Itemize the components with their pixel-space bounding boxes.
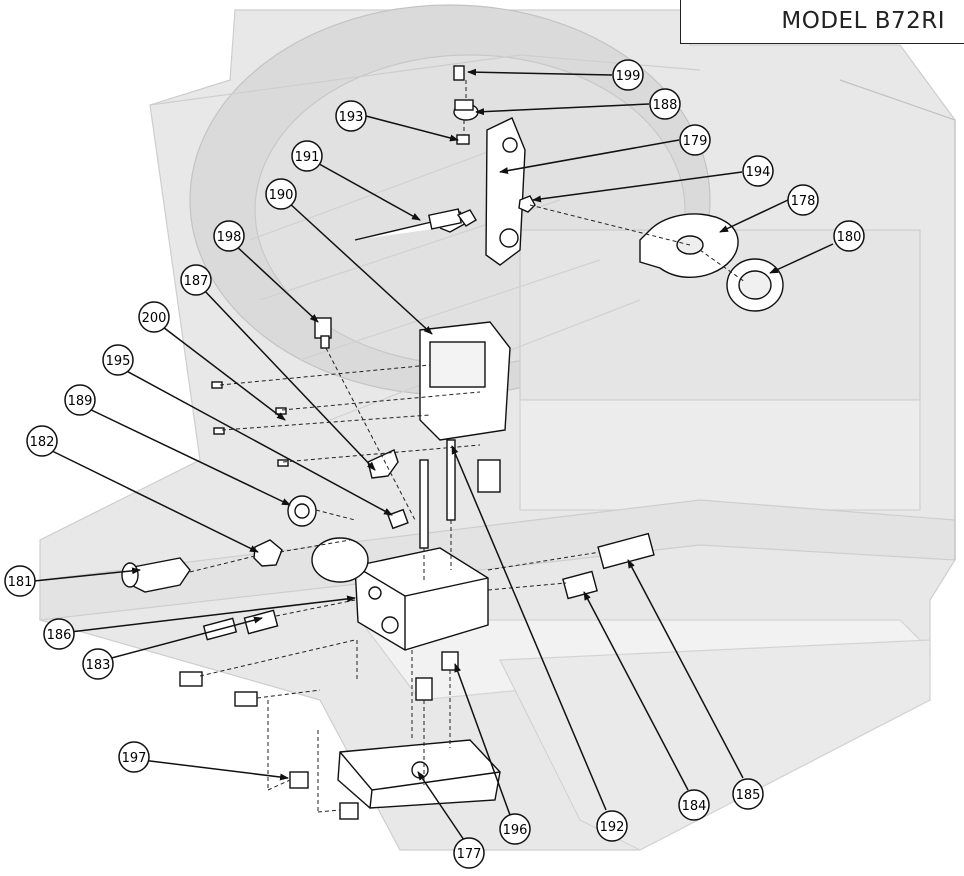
callout-191: 191 [291,140,323,172]
callout-192: 192 [596,810,628,842]
bushing-197 [289,771,309,789]
callout-196: 196 [499,813,531,845]
callout-193: 193 [335,100,367,132]
callout-199: 199 [612,59,644,91]
svg-text:198: 198 [217,230,242,245]
model-label: MODEL B72RI [781,8,945,34]
callout-194: 194 [742,155,774,187]
nut-193 [456,134,470,145]
clip-187 [367,449,399,479]
fitting-195 [387,508,409,530]
svg-text:199: 199 [616,69,641,84]
callout-180: 180 [833,220,865,252]
model-label-box: MODEL B72RI [680,0,964,44]
callout-185: 185 [732,778,764,810]
callout-190: 190 [265,178,297,210]
svg-text:186: 186 [47,628,72,643]
callout-200: 200 [138,301,170,333]
callout-188: 188 [649,88,681,120]
callout-198: 198 [213,220,245,252]
callout-182: 182 [26,425,58,457]
nut-194 [518,195,536,213]
svg-text:189: 189 [68,394,93,409]
svg-text:185: 185 [736,788,761,803]
svg-text:188: 188 [653,98,678,113]
svg-text:187: 187 [184,274,209,289]
nut-182 [253,539,283,567]
leader-lines [33,68,834,844]
rod-192 [419,459,429,549]
svg-text:193: 193 [339,110,364,125]
callout-178: 178 [787,184,819,216]
svg-text:196: 196 [503,823,528,838]
printer-chassis-ghost [39,4,956,851]
callout-189: 189 [64,384,96,416]
svg-text:192: 192 [600,820,625,835]
svg-text:183: 183 [86,658,111,673]
callout-187: 187 [180,264,212,296]
svg-text:184: 184 [682,799,707,814]
callouts: 199 188 193 179 191 194 178 190 198 180 … [4,59,865,869]
callout-195: 195 [102,344,134,376]
svg-text:191: 191 [295,150,320,165]
svg-text:179: 179 [683,134,708,149]
svg-text:178: 178 [791,194,816,209]
screw-199 [453,65,465,81]
svg-text:181: 181 [8,575,33,590]
callout-183: 183 [82,648,114,680]
svg-text:195: 195 [106,354,131,369]
svg-text:177: 177 [457,847,482,862]
callout-186: 186 [43,618,75,650]
callout-184: 184 [678,789,710,821]
callout-197: 197 [118,741,150,773]
svg-text:197: 197 [122,751,147,766]
svg-text:200: 200 [142,311,167,326]
callout-179: 179 [679,124,711,156]
alignment-lines [189,80,746,813]
callout-181: 181 [4,565,36,597]
bracket-179 [485,117,526,266]
svg-text:194: 194 [746,165,771,180]
svg-text:190: 190 [269,188,294,203]
svg-text:180: 180 [837,230,862,245]
svg-text:182: 182 [30,435,55,450]
callout-177: 177 [453,837,485,869]
